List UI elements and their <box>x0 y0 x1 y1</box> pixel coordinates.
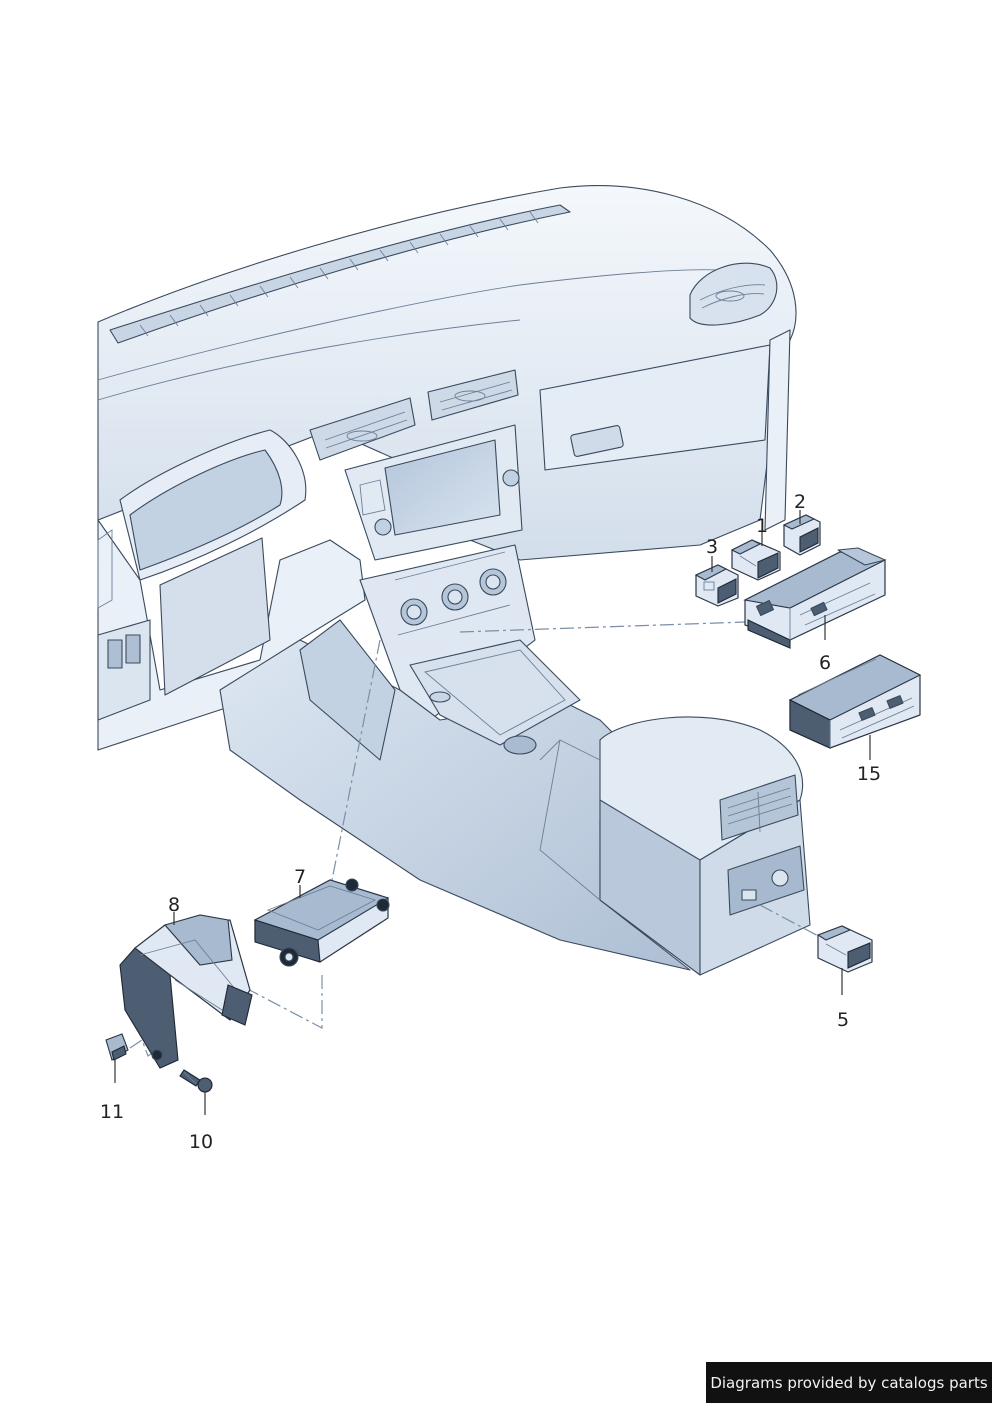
callout-6: 6 <box>819 652 831 674</box>
callout-2: 2 <box>794 491 806 513</box>
center-console-illustration <box>219 619 811 976</box>
callout-10: 10 <box>189 1131 213 1153</box>
part-3-usb-socket <box>694 564 739 607</box>
part-1-usb-socket <box>730 539 781 581</box>
part-10-screw <box>179 1069 213 1093</box>
credit-text: Diagrams provided by catalogs parts <box>710 1373 988 1392</box>
callout-5: 5 <box>837 1009 849 1031</box>
part-15-control-unit <box>788 654 922 749</box>
callout-8: 8 <box>168 894 180 916</box>
callout-3: 3 <box>706 536 718 558</box>
part-6-hub-module <box>743 547 887 649</box>
part-5-usb-socket <box>816 925 873 973</box>
callout-15: 15 <box>857 763 881 785</box>
part-8-bracket <box>119 914 253 1069</box>
leader-lines <box>114 510 871 1115</box>
part-2-usb-socket <box>782 514 821 556</box>
dashboard-illustration <box>97 185 797 751</box>
part-11-clip-nut <box>105 1033 129 1061</box>
callout-1: 1 <box>756 515 768 537</box>
callout-7: 7 <box>294 866 306 888</box>
callout-11: 11 <box>100 1101 124 1123</box>
part-7-antenna-amplifier <box>253 878 390 967</box>
callout-labels: 1 2 3 6 15 5 7 8 10 11 <box>100 491 881 1153</box>
credit-footer: Diagrams provided by catalogs parts <box>706 1362 992 1403</box>
